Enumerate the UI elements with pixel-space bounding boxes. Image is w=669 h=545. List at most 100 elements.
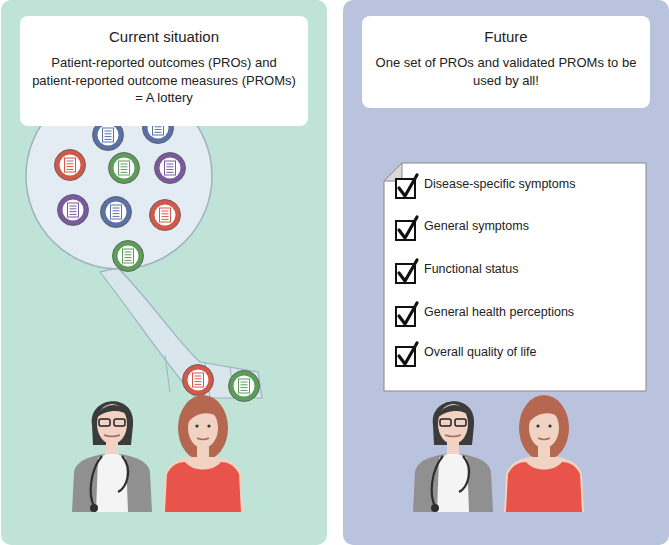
woman-shoulders	[163, 457, 243, 512]
drum-chute	[100, 268, 262, 398]
document-icon	[103, 128, 114, 142]
doctor-shirt	[437, 454, 469, 512]
document-line	[67, 169, 74, 170]
document-icon	[165, 161, 176, 175]
document-line	[241, 382, 248, 383]
woman-top	[506, 462, 582, 512]
woman-eye	[195, 424, 198, 427]
document-icon	[123, 249, 134, 263]
stethoscope-head	[431, 504, 439, 512]
ball-center	[60, 155, 81, 176]
chute-rings	[165, 355, 234, 398]
document-line	[195, 378, 202, 379]
document-line	[113, 213, 120, 214]
doctor-hair	[92, 401, 133, 445]
document-line	[162, 219, 169, 220]
document-line	[70, 214, 77, 215]
document-line	[155, 132, 162, 133]
stethoscope	[91, 456, 128, 506]
panel-heading: Future	[374, 28, 638, 46]
document-icon	[193, 373, 204, 387]
woman-eye	[548, 424, 551, 427]
ball-center	[114, 158, 135, 179]
checkmark	[399, 260, 417, 281]
lottery-ball	[229, 371, 260, 402]
checklist-item: General health perceptions	[424, 305, 574, 320]
heading-box: Current situationPatient-reported outcom…	[20, 16, 308, 126]
doctor-fringe	[96, 405, 129, 418]
stethoscope	[432, 456, 469, 506]
document-line	[195, 381, 202, 382]
document-line	[241, 390, 248, 391]
ball-center	[234, 376, 255, 397]
woman-mouth	[197, 438, 209, 440]
document-line	[70, 211, 77, 212]
checkmark	[399, 175, 417, 196]
panel-text: Patient-reported outcomes (PROs) and pat…	[32, 54, 296, 107]
ball-center	[118, 246, 139, 267]
document-line	[67, 166, 74, 167]
lottery-ball	[58, 195, 89, 226]
lottery-ball	[155, 153, 186, 184]
woman-hair	[519, 395, 569, 461]
document-line	[162, 213, 169, 214]
document-line	[167, 172, 174, 173]
document-line	[167, 169, 174, 170]
doctor-glasses	[455, 419, 466, 426]
woman-eye	[207, 424, 210, 427]
document-line	[125, 254, 132, 255]
woman-fringe	[528, 407, 561, 424]
document-icon	[119, 161, 130, 175]
doctor-hair	[433, 401, 474, 445]
document-line	[105, 133, 112, 134]
document-page	[384, 163, 646, 391]
document-line	[241, 387, 248, 388]
document-line	[162, 211, 169, 212]
lottery-ball	[113, 241, 144, 272]
document-line	[67, 161, 74, 162]
panel-text: One set of PROs and validated PROMs to b…	[374, 54, 638, 89]
document-line	[70, 206, 77, 207]
document-line	[125, 252, 132, 253]
document-icon	[65, 158, 76, 172]
document-icon	[160, 208, 171, 222]
document-line	[121, 164, 128, 165]
ball-center	[160, 158, 181, 179]
checklist-item: Disease-specific symptoms	[424, 177, 575, 192]
checkmark	[399, 217, 417, 238]
left-panel	[1, 0, 327, 545]
heading-box: FutureOne set of PROs and validated PROM…	[362, 16, 650, 108]
document-line	[121, 172, 128, 173]
document-line	[67, 163, 74, 164]
document-line	[155, 126, 162, 127]
document-line	[125, 260, 132, 261]
doctor-cardigan	[72, 454, 152, 512]
ball-center	[98, 125, 119, 146]
doctor-mouth	[445, 435, 461, 437]
document-icon	[239, 379, 250, 393]
lottery-ball	[55, 150, 86, 181]
document-line	[113, 210, 120, 211]
checkmark	[399, 343, 417, 364]
lottery-ball	[101, 197, 132, 228]
ball-center	[63, 200, 84, 221]
ball-center	[155, 205, 176, 226]
document-line	[167, 166, 174, 167]
woman-eye	[536, 424, 539, 427]
lottery-ball	[183, 365, 214, 396]
document-line	[167, 164, 174, 165]
document-line	[195, 384, 202, 385]
document-line	[105, 136, 112, 137]
doctor-shirt	[96, 454, 128, 512]
stethoscope-head	[90, 504, 98, 512]
checklist-item: Functional status	[424, 262, 519, 277]
doctor-glasses	[99, 419, 110, 426]
woman-hair	[178, 395, 228, 461]
woman-shoulders	[504, 457, 584, 512]
document-line	[125, 257, 132, 258]
lottery-ball	[109, 153, 140, 184]
checklist-item: General symptoms	[424, 219, 529, 234]
document-line	[121, 169, 128, 170]
doctor-fringe	[437, 405, 470, 418]
doctor-mouth	[104, 435, 120, 437]
